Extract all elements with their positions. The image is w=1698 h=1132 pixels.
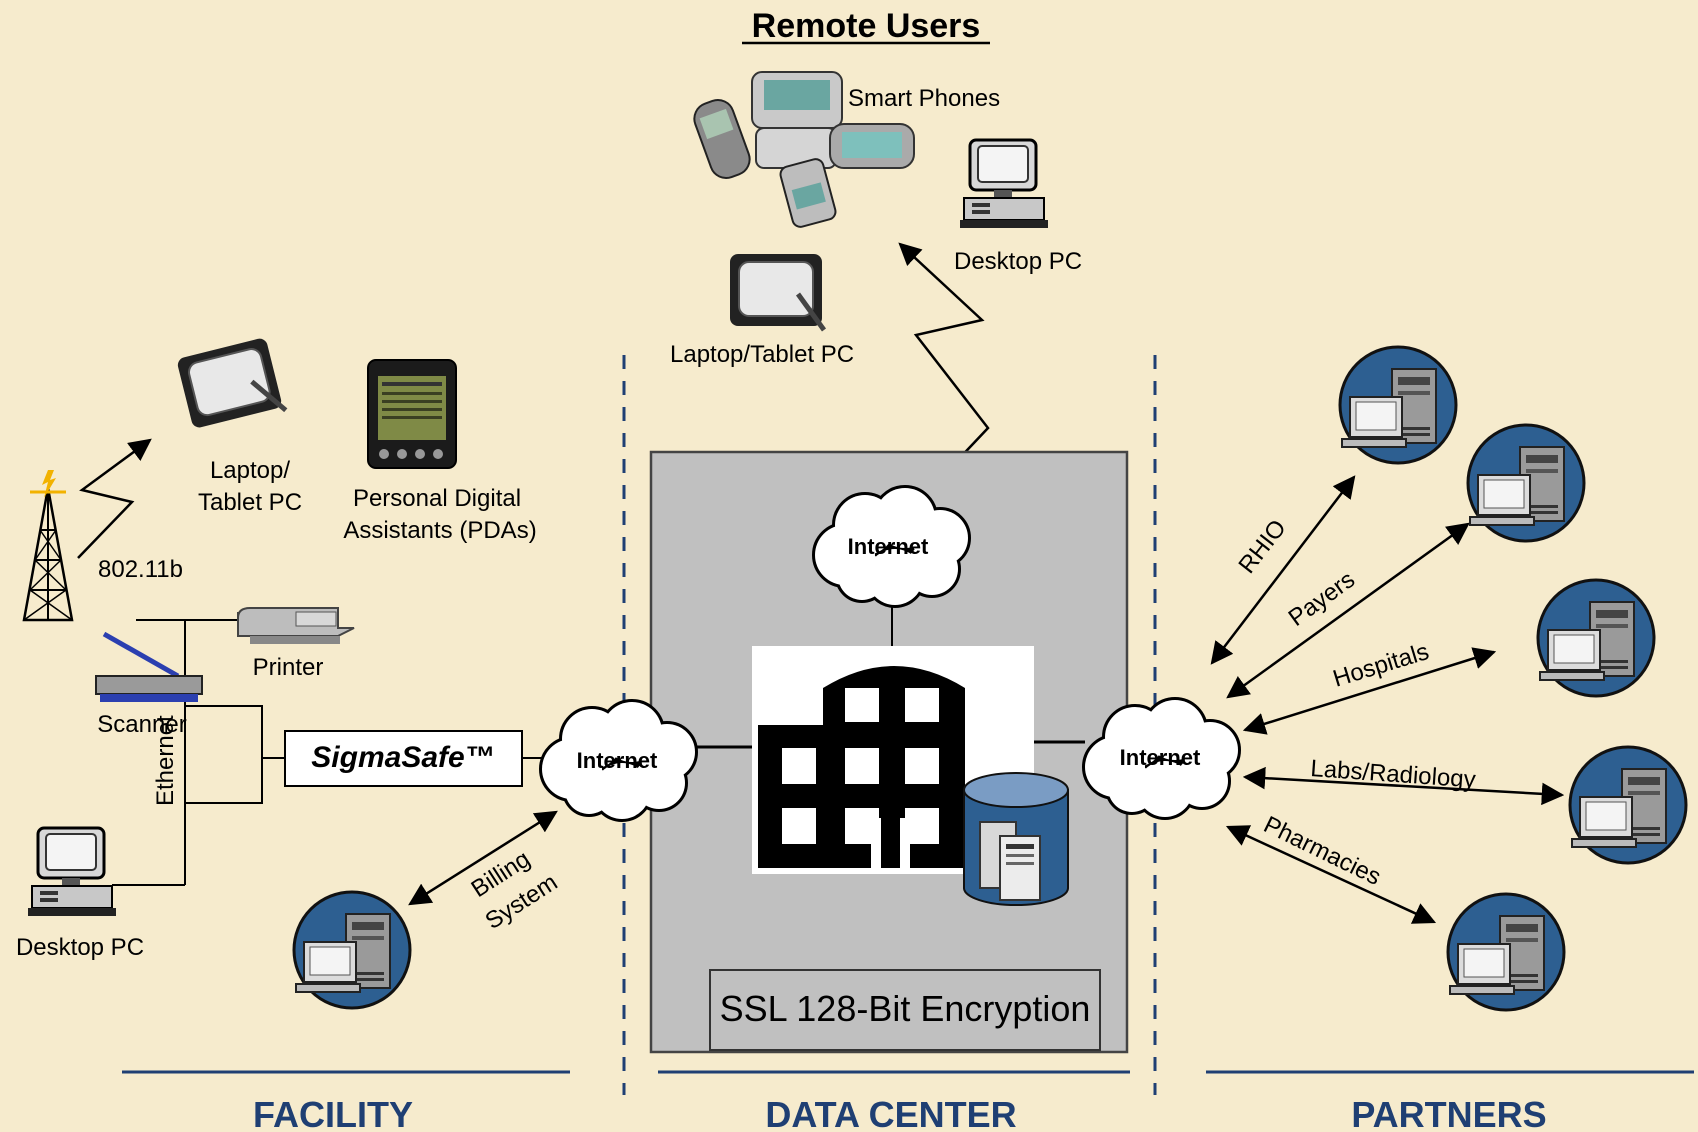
database-icon <box>963 772 1069 906</box>
ethernet-label: Ethernet <box>152 715 179 806</box>
left-cloud-label: Internet <box>577 748 658 773</box>
billing-system-globe-icon <box>292 890 412 1010</box>
wireless-link <box>77 438 152 559</box>
remote-tablet-pc-icon <box>730 254 824 330</box>
right-cloud-label: Internet <box>1120 745 1201 770</box>
pda-icon <box>367 359 457 469</box>
scanner-label: Scanner <box>97 711 186 738</box>
section-data-center: DATA CENTER <box>765 1094 1016 1132</box>
facility-laptop-label-2: Tablet PC <box>198 489 302 516</box>
scanner-icon <box>95 631 203 702</box>
pda-label-2: Assistants (PDAs) <box>343 517 536 544</box>
hospitals-globe-icon <box>1536 578 1656 698</box>
facility-laptop-label-1: Laptop/ <box>210 457 290 484</box>
smart-phones-icon <box>693 71 915 228</box>
pharmacies-link <box>1225 825 1437 924</box>
printer-icon <box>237 607 355 644</box>
wifi-label: 802.11b <box>98 556 183 583</box>
smart-phones-label: Smart Phones <box>848 85 1000 112</box>
facility-desktop-pc-icon <box>26 826 118 918</box>
center-cloud-label: Internet <box>848 534 929 559</box>
facility-desktop-pc-label: Desktop PC <box>16 934 144 961</box>
cell-tower-icon <box>22 470 74 622</box>
section-facility: FACILITY <box>253 1094 413 1132</box>
pharmacies-globe-icon <box>1446 892 1566 1012</box>
labs-link <box>1242 766 1565 806</box>
hospitals-link <box>1242 647 1497 735</box>
remote-desktop-pc-icon <box>958 138 1050 230</box>
sigmasafe-label: SigmaSafe™ <box>311 741 494 774</box>
pda-label-1: Personal Digital <box>353 485 521 512</box>
billing-link <box>408 810 558 906</box>
section-partners: PARTNERS <box>1351 1094 1546 1132</box>
encryption-label: SSL 128-Bit Encryption <box>720 988 1091 1029</box>
labs-globe-icon <box>1568 745 1688 865</box>
title: Remote Users <box>752 7 981 45</box>
encryption-box <box>709 969 1101 1051</box>
printer-label: Printer <box>253 654 324 681</box>
payers-globe-icon <box>1466 423 1586 543</box>
remote-tablet-pc-label: Laptop/Tablet PC <box>670 341 854 368</box>
sigmasafe-box <box>284 730 523 787</box>
building-icon <box>758 666 965 868</box>
rhio-globe-icon <box>1338 345 1458 465</box>
remote-desktop-pc-label: Desktop PC <box>954 248 1082 275</box>
